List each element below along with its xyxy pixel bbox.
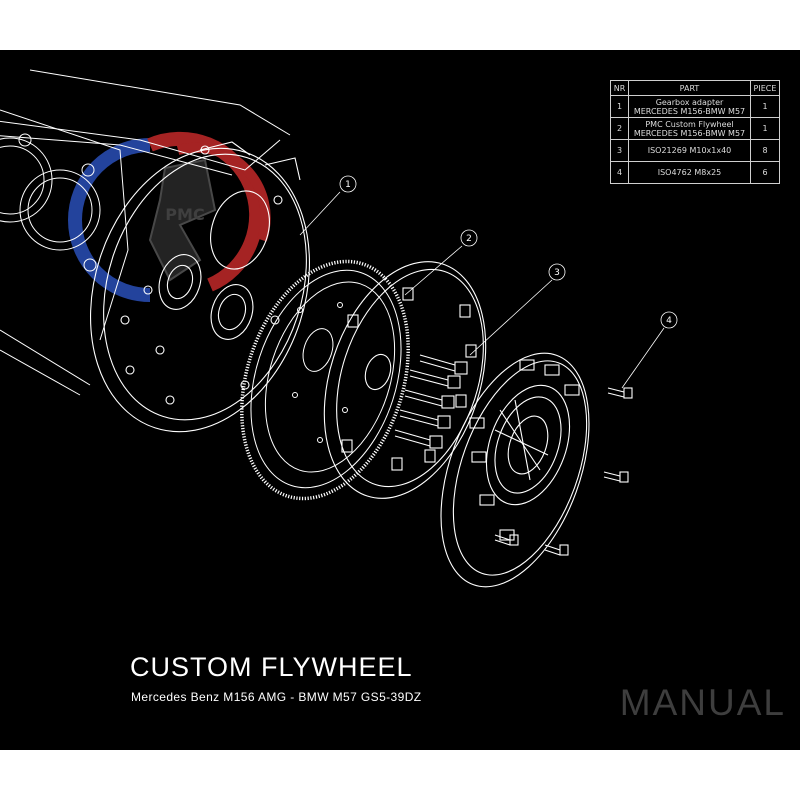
row-part-line2: MERCEDES M156-BMW M57 — [633, 106, 746, 116]
header-part: PART — [628, 80, 751, 96]
callout-circle-1 — [339, 175, 357, 193]
logo-text: PMC — [165, 205, 204, 224]
page-subtitle: Mercedes Benz M156 AMG - BMW M57 GS5-39D… — [131, 690, 422, 704]
callout-circle-3 — [548, 263, 566, 281]
row-part: Gearbox adapter MERCEDES M156-BMW M57 — [628, 95, 751, 118]
bolts-m8 — [494, 387, 633, 556]
table-row: 3 ISO21269 M10x1x40 8 — [610, 139, 780, 162]
row-part-line1: ISO21269 M10x1x40 — [647, 146, 732, 155]
exploded-view-drawing: PMC — [0, 69, 678, 588]
clutch-cover — [440, 352, 590, 588]
gearbox-adapter — [89, 141, 311, 433]
callout-leaders — [299, 191, 665, 389]
row-part: ISO4762 M8x25 — [628, 161, 751, 184]
callout-1: 1 — [345, 180, 351, 190]
row-piece: 1 — [750, 117, 780, 140]
table-row: 4 ISO4762 M8x25 6 — [610, 161, 780, 184]
callout-4: 4 — [666, 316, 672, 326]
row-part: ISO21269 M10x1x40 — [628, 139, 751, 162]
header-piece: PIECE — [750, 80, 780, 96]
row-nr: 1 — [610, 95, 629, 118]
row-part-line1: Gearbox adapter — [655, 97, 724, 107]
header-nr: NR — [610, 80, 629, 96]
parts-table: NR PART PIECE 1 Gearbox adapter MERCEDES… — [610, 80, 780, 184]
row-nr: 4 — [610, 161, 629, 184]
row-part: PMC Custom Flywheel MERCEDES M156-BMW M5… — [628, 117, 751, 140]
row-piece: 8 — [750, 139, 780, 162]
pmc-logo-watermark: PMC — [68, 131, 271, 302]
engine-block — [0, 69, 291, 396]
row-part-line2: MERCEDES M156-BMW M57 — [633, 128, 746, 138]
row-part-line1: PMC Custom Flywheel — [645, 119, 734, 129]
row-piece: 1 — [750, 95, 780, 118]
row-piece: 6 — [750, 161, 780, 184]
row-nr: 2 — [610, 117, 629, 140]
drawing-sheet: PMC — [0, 50, 800, 750]
callout-circle-2 — [460, 229, 478, 247]
table-row: 2 PMC Custom Flywheel MERCEDES M156-BMW … — [610, 117, 780, 140]
parts-table-header: NR PART PIECE — [610, 80, 780, 96]
row-part-line1: ISO4762 M8x25 — [657, 168, 722, 177]
page-title: CUSTOM FLYWHEEL — [130, 652, 413, 682]
table-row: 1 Gearbox adapter MERCEDES M156-BMW M57 … — [610, 95, 780, 118]
callout-3: 3 — [554, 268, 560, 278]
row-nr: 3 — [610, 139, 629, 162]
callout-2: 2 — [466, 234, 472, 244]
bolts-m10 — [394, 354, 468, 449]
flywheel — [240, 259, 410, 501]
callout-circle-4 — [660, 311, 678, 329]
manual-label: MANUAL — [619, 682, 786, 723]
